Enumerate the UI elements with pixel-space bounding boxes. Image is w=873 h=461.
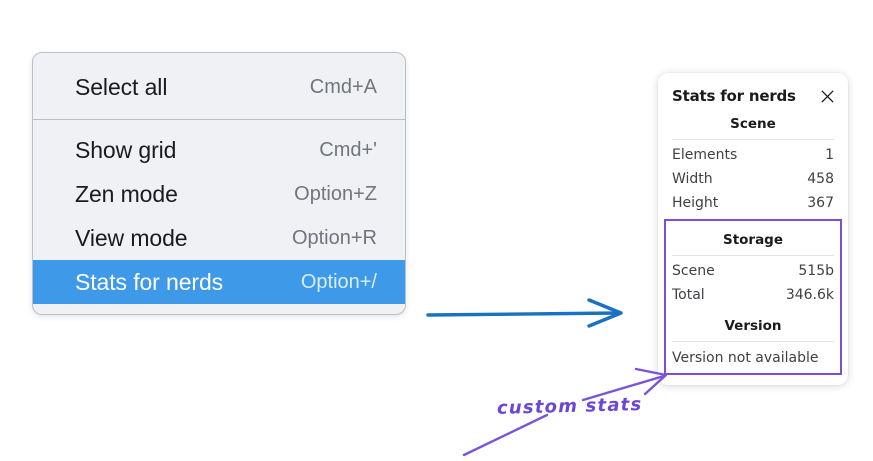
menu-item-shortcut: Cmd+' [319,138,377,161]
stats-row-value: 515b [798,263,834,279]
section-heading-version: Version [724,318,782,334]
stats-panel-body: Scene Elements 1 Width 458 Height 367 St… [658,105,848,375]
menu-item-label: Zen mode [75,180,178,207]
menu-group-2: Show grid Cmd+' Zen mode Option+Z View m… [33,119,405,314]
menu-item-zen-mode[interactable]: Zen mode Option+Z [33,172,405,216]
stats-row-value: 367 [807,195,834,211]
section-heading-storage: Storage [722,232,784,248]
menu-group-1: Select all Cmd+A [33,53,405,119]
menu-item-label: Show grid [75,136,177,163]
blue-arrow [426,298,623,328]
stats-panel-header: Stats for nerds [658,85,848,105]
stats-row-value: 1 [825,147,834,163]
menu-item-show-grid[interactable]: Show grid Cmd+' [33,128,405,172]
menu-item-shortcut: Option+/ [300,270,377,293]
stats-row-value: 458 [807,171,834,187]
version-note: Version not available [672,350,819,366]
stats-row-key: Height [672,195,719,211]
menu-item-label: View mode [75,224,188,251]
menu-item-shortcut: Option+Z [294,182,377,205]
stats-row-height: Height 367 [672,191,834,215]
stats-row-elements: Elements 1 [672,143,834,167]
storage-row-total: Total 346.6k [672,283,834,307]
annotation-label: custom stats [496,394,643,419]
menu-item-label: Stats for nerds [75,268,224,295]
stats-panel-title: Stats for nerds [672,87,796,105]
stats-row-key: Width [672,171,713,187]
menu-item-label: Select all [75,73,168,100]
stats-for-nerds-panel: Stats for nerds Scene Elements 1 Width 4… [658,73,848,385]
stats-row-value: 346.6k [785,287,834,303]
menu-item-stats-for-nerds[interactable]: Stats for nerds Option+/ [33,260,405,304]
context-menu[interactable]: Select all Cmd+A Show grid Cmd+' Zen mod… [32,52,406,315]
section-heading-scene: Scene [730,116,776,132]
menu-item-shortcut: Option+R [291,226,377,249]
stats-row-key: Total [672,287,705,303]
storage-row-scene: Scene 515b [672,259,834,283]
menu-item-shortcut: Cmd+A [309,75,377,98]
stats-row-key: Scene [672,263,715,279]
purple-underline-stroke [462,413,549,457]
divider [672,255,834,256]
divider [672,139,834,140]
menu-item-view-mode[interactable]: View mode Option+R [33,216,405,260]
divider [672,341,834,342]
stats-row-width: Width 458 [672,167,834,191]
custom-stats-highlight-box: Storage Scene 515b Total 346.6k Version … [664,219,842,375]
stats-row-key: Elements [672,147,738,163]
close-icon[interactable] [818,87,836,105]
menu-item-select-all[interactable]: Select all Cmd+A [33,65,405,109]
